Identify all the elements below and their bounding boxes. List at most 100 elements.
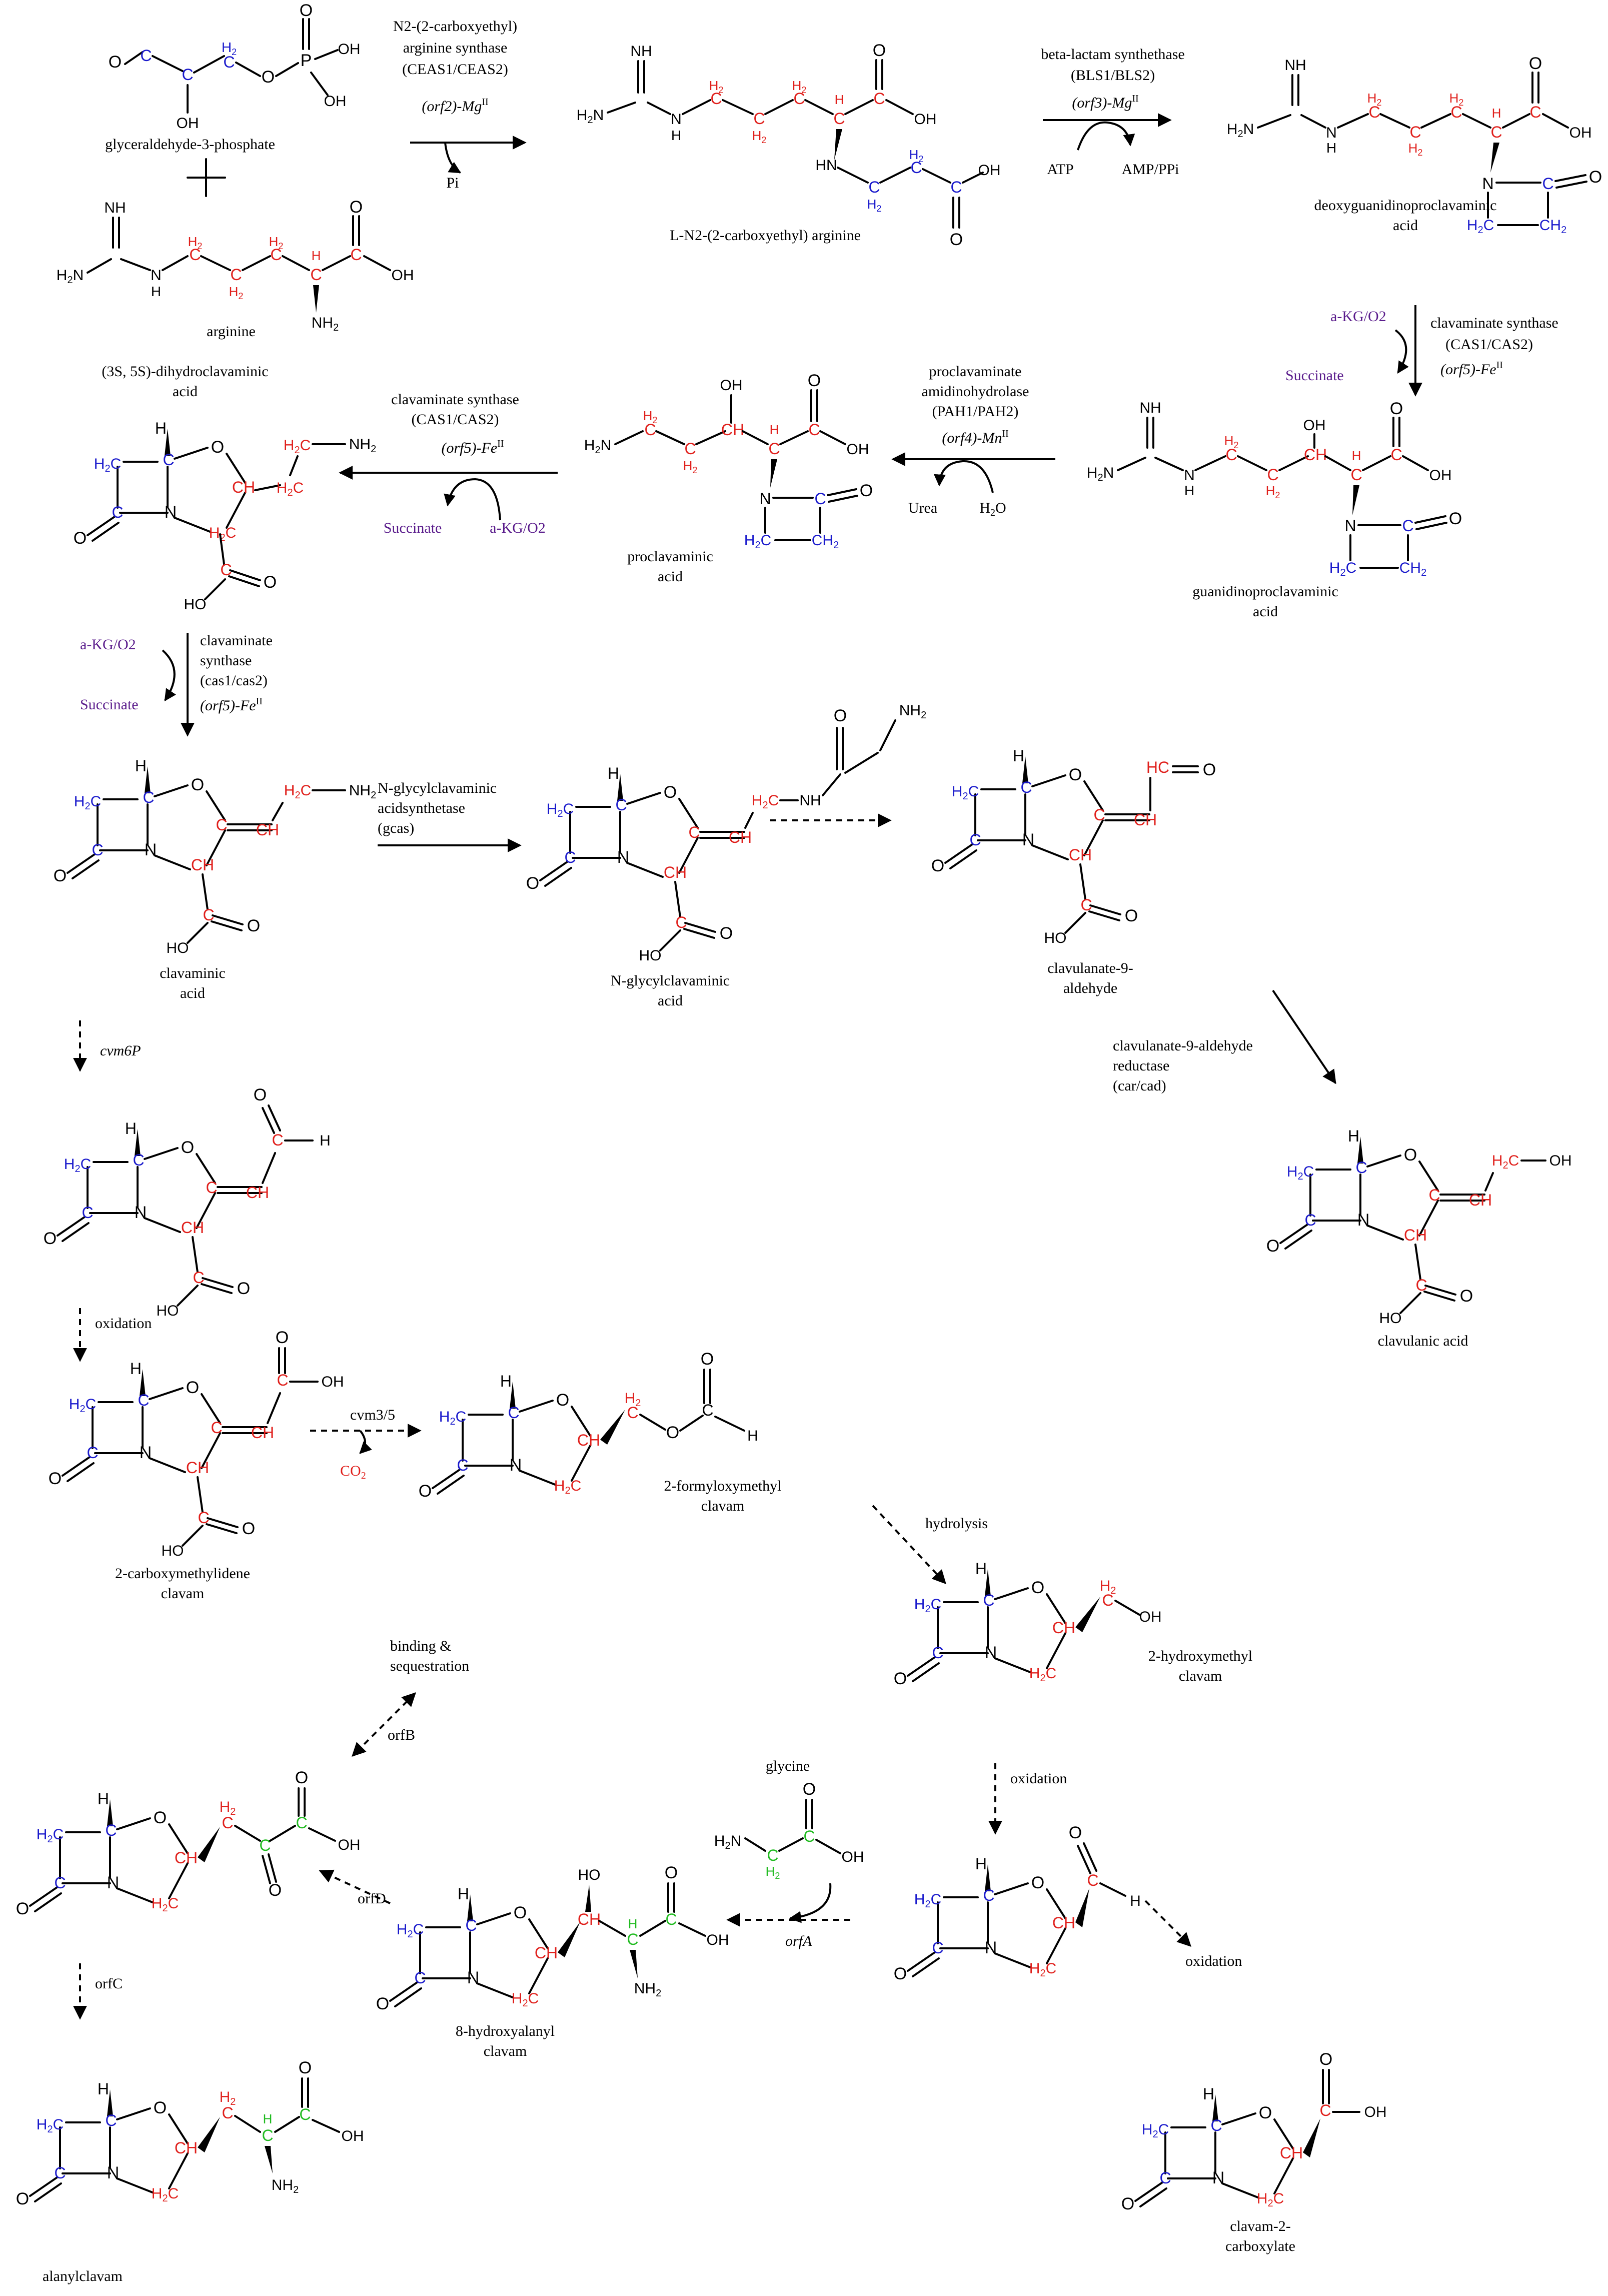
svg-text:O: O [950,230,963,249]
svg-text:O: O [300,1,313,20]
svg-text:OH: OH [1569,125,1592,141]
svg-text:NH2: NH2 [634,1980,661,1999]
dihydroclavaminic-structure: (3S, 5S)-dihydroclavaminic acid H2C NH2 … [74,363,376,613]
svg-text:NH: NH [104,200,126,216]
hac-label-1: 8-hydroxyalanyl [456,2023,555,2039]
svg-text:C: C [1490,123,1502,141]
svg-text:C: C [223,53,235,71]
svg-text:O: O [834,706,847,725]
glycine-label: glycine [766,1758,810,1774]
g3p-label: glyceraldehyde-3-phosphate [105,136,275,153]
svg-text:NH: NH [799,792,821,809]
clavaminic-structure: CH H2C NH2 clavaminic acid [54,757,376,1001]
bls-cofactor-ox: II [1132,93,1138,104]
dgpc-label-2: acid [1393,217,1418,234]
alanylclavam-structure: H2 C C H NH2 C O OH alanylclavam [16,2058,364,2284]
svg-text:(orf2)-MgII: (orf2)-MgII [422,97,488,115]
oxidation-step-left: oxidation [73,1308,152,1362]
svg-text:C: C [310,266,322,284]
cas-c-byproduct: Succinate [80,696,139,713]
svg-text:H2C: H2C [277,480,304,498]
svg-text:O: O [1589,168,1602,187]
cas-b-cosubstrate: a-KG/O2 [490,520,546,536]
fmc-label-2: clavam [701,1498,745,1514]
oxidation-step-right: oxidation [1144,1900,1242,1969]
hydrolysis-label: hydrolysis [925,1515,988,1532]
svg-text:C: C [702,1401,713,1419]
gcas-line3: (gcas) [378,820,414,836]
bls-enzyme-line2: (BLS1/BLS2) [1071,67,1155,84]
car-step: clavulanate-9-aldehyde reductase (car/ca… [1113,989,1336,1094]
svg-text:C: C [1450,103,1462,121]
pah-cosubstrate: H2O [979,500,1006,518]
svg-text:C: C [272,1131,283,1149]
svg-text:C: C [950,178,962,196]
svg-text:C: C [873,90,885,108]
bls-step: beta-lactam synthethase (BLS1/BLS2) (orf… [1041,46,1184,178]
svg-text:OH: OH [1549,1153,1572,1169]
cvm35-step: cvm3/5 CO2 [310,1407,422,1481]
svg-text:H2: H2 [1266,483,1280,500]
svg-text:C: C [1319,2101,1331,2119]
svg-text:CH: CH [721,421,744,439]
svg-text:O: O [262,68,275,87]
hmc-label-2: clavam [1179,1668,1222,1684]
svg-text:OH: OH [1139,1609,1162,1625]
c2c-label-1: clavam-2- [1230,2218,1291,2234]
svg-text:O: O [254,1085,267,1104]
svg-text:C: C [1409,123,1421,141]
svg-text:H2N: H2N [1227,121,1254,140]
svg-text:P: P [301,51,312,70]
svg-text:C: C [665,1910,677,1928]
plus-sign [187,158,226,197]
cas-b-cofactor-ox: II [497,438,504,449]
svg-text:H: H [1130,1893,1141,1909]
bls-byproduct: AMP/PPi [1121,161,1179,178]
svg-text:CH: CH [1469,1191,1492,1209]
bls-cosubstrate: ATP [1047,161,1073,178]
dgpc-structure: NH H2N N H H2 C C H2 H2 C H C C O OH N C… [1227,54,1602,236]
svg-text:H: H [263,2111,273,2126]
svg-text:H: H [1352,448,1361,463]
svg-text:C: C [1267,466,1278,484]
svg-text:C: C [182,66,193,84]
svg-text:C: C [710,90,722,108]
svg-text:H2C: H2C [284,782,311,801]
svg-text:OH: OH [177,115,199,132]
arginine-structure: NH H2N N H H2 C C H2 H2 C H C NH2 C O OH… [57,198,414,340]
svg-text:C: C [270,246,282,264]
svg-text:H2C: H2C [752,792,779,811]
svg-text:(orf4)-MnII: (orf4)-MnII [942,428,1008,446]
cas-b-cofactor: (orf5)-Fe [442,440,498,456]
svg-text:O: O [299,2058,312,2077]
svg-text:C: C [868,178,880,196]
svg-text:N: N [1344,517,1356,535]
svg-text:H2N: H2N [57,267,84,286]
svg-text:C: C [220,561,232,579]
svg-text:O: O [1449,509,1462,528]
oxidation-label-left: oxidation [95,1315,152,1332]
svg-text:O: O [701,1350,714,1369]
gcas-step: N-glycylclavaminic acidsynthetase (gcas) [378,780,522,852]
svg-text:(orf3)-MgII: (orf3)-MgII [1072,93,1138,111]
svg-text:C: C [299,2105,311,2123]
carboxyethyl-arginine-structure: NH H2N N H H2 C C H2 H2 C H C C O OH HN … [577,41,1001,249]
clavaminic-label-2: acid [180,985,205,1001]
orfc-label: orfC [95,1975,123,1992]
hydrolysis-step: hydrolysis [872,1505,988,1585]
svg-text:O: O [269,1881,282,1900]
svg-text:H2: H2 [867,197,882,214]
cas-c-cosubstrate: a-KG/O2 [80,636,136,653]
svg-text:C: C [1402,517,1413,535]
svg-text:H: H [835,92,844,107]
binding-step: binding & sequestration orfB [352,1638,469,1757]
svg-text:H2N: H2N [714,1833,741,1851]
svg-text:OH: OH [720,377,743,394]
svg-text:C: C [1102,1591,1113,1609]
svg-text:O: O [860,481,873,500]
bls-cofactor: (orf3)-Mg [1072,95,1132,111]
svg-text:OH: OH [978,162,1001,179]
svg-text:OH: OH [1303,417,1326,434]
pah-line1: proclavaminate [929,363,1022,380]
pah-cofactor: (orf4)-Mn [942,430,1002,446]
